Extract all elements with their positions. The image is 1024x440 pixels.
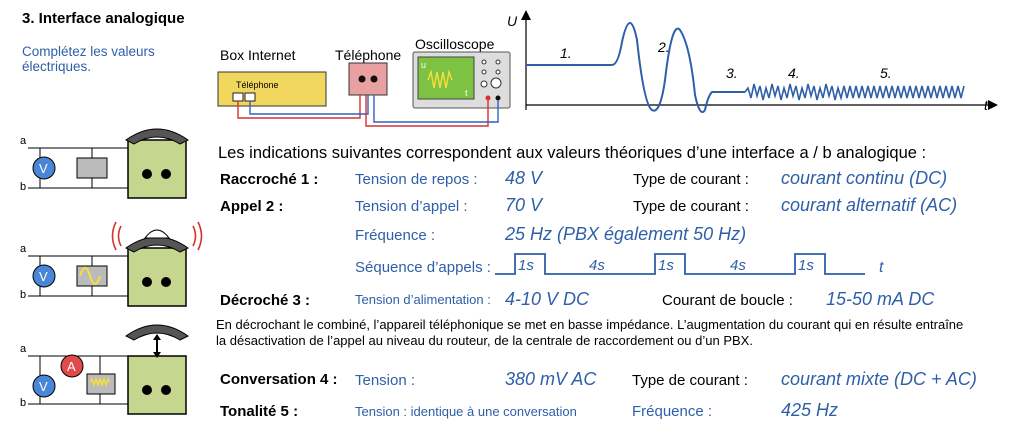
seq-off-2: 4s: [730, 257, 746, 274]
graph-y-label: U: [507, 13, 518, 29]
phase-label-3: 3.: [726, 65, 738, 81]
telephone-label: Téléphone: [335, 47, 402, 63]
voltmeter-label: V: [39, 161, 48, 176]
phone-appel-icon: [127, 247, 187, 307]
load-box-icon: [76, 157, 108, 179]
setup-diagram: Téléphone u t: [217, 51, 511, 127]
appel-state: Appel 2 :: [220, 198, 284, 215]
scope-knob: [490, 77, 502, 89]
scope-t: t: [465, 88, 468, 98]
conversation-voltage-value: 380 mV AC: [505, 369, 597, 389]
handset-lifted-icon: [125, 324, 189, 341]
seq-on-2: 1s: [658, 257, 674, 274]
tonalite-voltage-label: Tension : identique à une conversation: [355, 404, 577, 419]
conversation-voltage-label: Tension :: [355, 372, 416, 389]
conversation-current-label: Type de courant :: [632, 372, 748, 389]
voltmeter-icon: [32, 156, 56, 180]
graph-x-label: t: [984, 97, 989, 113]
voltmeter-label: V: [39, 269, 48, 284]
voltmeter-icon: [32, 264, 56, 288]
voltmeter-icon: [32, 374, 56, 398]
conversation-current-value: courant mixte (DC + AC): [781, 369, 977, 389]
appel-voltage-label: Tension d’appel :: [355, 198, 468, 215]
ring-wave-icon: [117, 225, 122, 247]
wire-b-label: b: [20, 181, 26, 193]
decroche-state: Décroché 3 :: [220, 292, 311, 309]
phone-jack: [348, 62, 388, 96]
circuit-illustrations: a b V a b V a b: [20, 128, 203, 415]
voltage-graph: U t 1. 2. 3. 4. 5.: [507, 10, 998, 114]
wire-blue-1: [249, 95, 369, 115]
conversation-state: Conversation 4 :: [220, 371, 338, 388]
decroche-voltage-label: Tension d’alimentation :: [355, 292, 491, 307]
scope-probe-red: [485, 95, 491, 101]
phase-label-1: 1.: [560, 45, 572, 61]
appel-current-value: courant alternatif (AC): [781, 195, 958, 215]
phone-raccroche-icon: [127, 139, 187, 199]
section-title: 3. Interface analogique: [22, 10, 185, 27]
appel-freq-value: 25 Hz (PBX également 50 Hz): [505, 224, 747, 244]
wire-b-label: b: [20, 397, 26, 409]
ammeter-icon: [60, 354, 84, 378]
raccroche-voltage-value: 48 V: [505, 168, 543, 188]
decroche-voltage-value: 4-10 V DC: [505, 289, 590, 309]
circuit-appel: a b V: [20, 221, 203, 307]
appel-sequence-label: Séquence d’appels :: [355, 259, 491, 276]
phase-label-5: 5.: [880, 65, 892, 81]
phase-label-2: 2.: [657, 39, 670, 55]
ring-sequence-diagram: 1s 4s 1s 4s 1s t: [495, 253, 884, 276]
circuit-raccroche: a b V: [20, 128, 189, 199]
oscilloscope-label: Oscilloscope: [415, 36, 495, 52]
tonalite-freq-value: 425 Hz: [781, 400, 839, 420]
bell-icon: [143, 229, 171, 239]
scope-u: u: [421, 60, 426, 70]
wire-a-label: a: [20, 243, 27, 255]
raccroche-state: Raccroché 1 :: [220, 171, 319, 188]
appel-freq-label: Fréquence :: [355, 227, 436, 244]
wire-blue-2: [373, 95, 499, 123]
seq-on-3: 1s: [798, 257, 814, 274]
wire-red-1: [237, 95, 361, 119]
wire-a-label: a: [20, 135, 27, 147]
box-port-label: Téléphone: [236, 80, 279, 90]
graph-conversation-trace: [744, 83, 965, 102]
seq-off-1: 4s: [589, 257, 605, 274]
wire-a-label: a: [20, 343, 27, 355]
seq-on-1: 1s: [518, 257, 534, 274]
tonalite-freq-label: Fréquence :: [632, 403, 713, 420]
raccroche-current-value: courant continu (DC): [781, 168, 948, 188]
wire-red-2: [365, 95, 489, 127]
jack-dot-a: [358, 75, 366, 83]
decroche-paragraph: En décrochant le combiné, l’appareil tél…: [216, 317, 964, 348]
decroche-loop-label: Courant de boucle :: [662, 292, 793, 309]
voltmeter-label: V: [39, 379, 48, 394]
box-internet-label: Box Internet: [220, 47, 296, 63]
raccroche-current-label: Type de courant :: [633, 171, 749, 188]
appel-voltage-value: 70 V: [505, 195, 543, 215]
seq-t: t: [879, 259, 884, 276]
phase-label-4: 4.: [788, 65, 800, 81]
graph-trace: [526, 22, 745, 114]
scope-probe-black: [495, 95, 501, 101]
phone-decroche-icon: [127, 355, 187, 415]
circuit-decroche: a b A V: [20, 324, 189, 415]
appel-current-label: Type de courant :: [633, 198, 749, 215]
ac-source-icon: [76, 265, 108, 287]
ring-sequence-trace: [495, 253, 865, 275]
box-internet: [217, 71, 327, 107]
jack-dot-b: [370, 75, 378, 83]
ammeter-label: A: [67, 359, 76, 374]
scope-screen: [417, 56, 475, 100]
tonalite-state: Tonalité 5 :: [220, 403, 299, 420]
intro-text: Les indications suivantes correspondent …: [218, 144, 927, 162]
decroche-loop-value: 15-50 mA DC: [826, 289, 935, 309]
scope-trace: [427, 69, 453, 89]
section-subtitle: Complétez les valeurs électriques.: [22, 44, 155, 74]
raccroche-voltage-label: Tension de repos :: [355, 171, 478, 188]
wire-b-label: b: [20, 289, 26, 301]
